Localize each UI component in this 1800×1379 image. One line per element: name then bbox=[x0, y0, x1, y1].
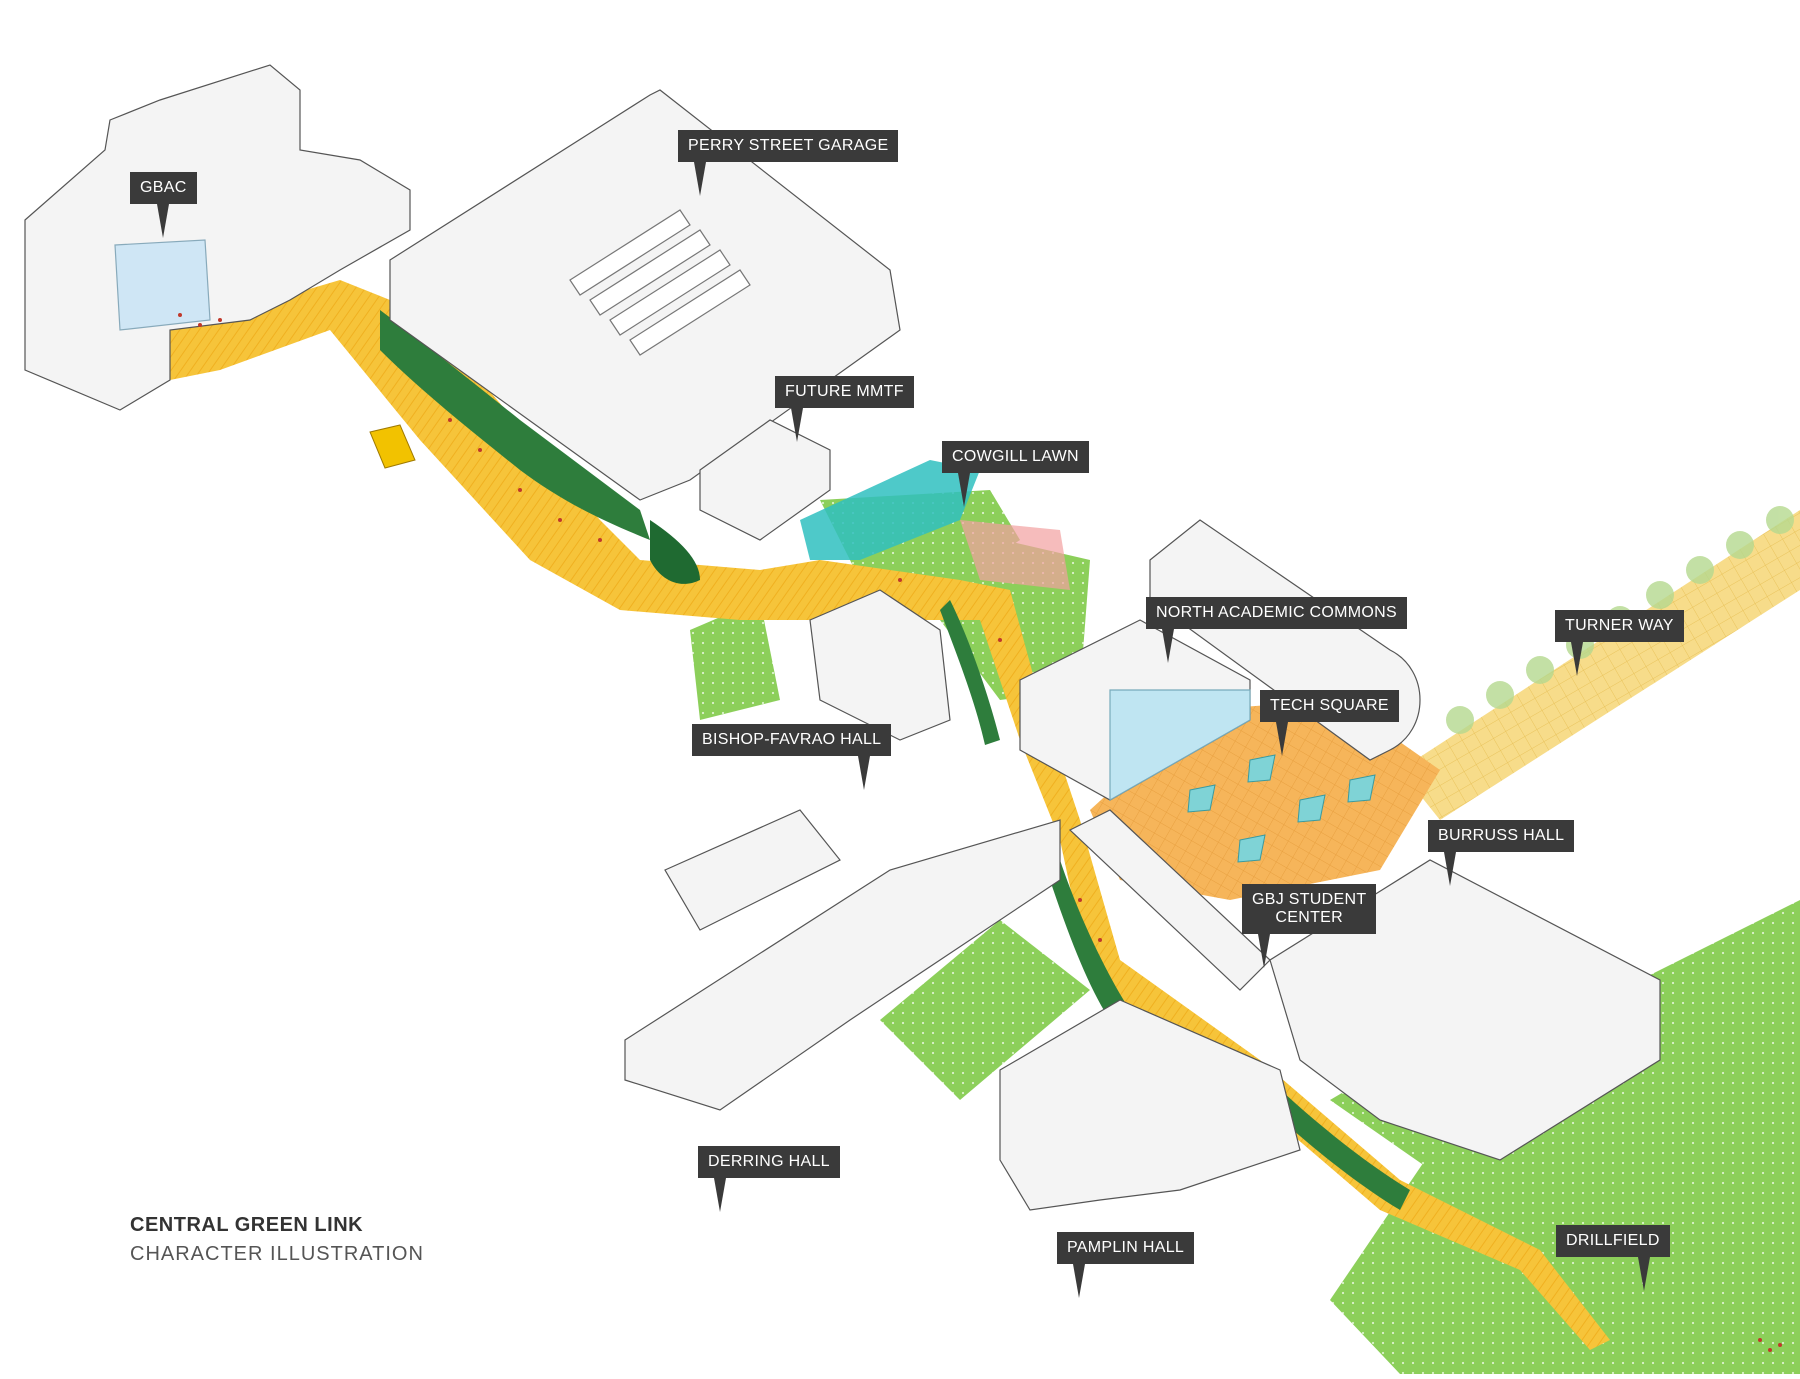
label-gbj-student-center: GBJ STUDENT CENTER bbox=[1242, 884, 1376, 934]
label-cowgill-lawn: COWGILL LAWN bbox=[942, 441, 1089, 473]
label-tech-square: TECH SQUARE bbox=[1260, 690, 1399, 722]
label-derring-hall: DERRING HALL bbox=[698, 1146, 840, 1178]
label-turner-way: TURNER WAY bbox=[1555, 610, 1684, 642]
buildings bbox=[25, 65, 1660, 1210]
label-pamplin-hall: PAMPLIN HALL bbox=[1057, 1232, 1194, 1264]
label-perry-street-garage: PERRY STREET GARAGE bbox=[678, 130, 898, 162]
label-future-mmtf: FUTURE MMTF bbox=[775, 376, 914, 408]
bus bbox=[370, 425, 415, 468]
label-burruss-hall: BURRUSS HALL bbox=[1428, 820, 1574, 852]
label-drillfield: DRILLFIELD bbox=[1556, 1225, 1670, 1257]
caption-subtitle: CHARACTER ILLUSTRATION bbox=[130, 1243, 424, 1266]
label-north-academic-commons: NORTH ACADEMIC COMMONS bbox=[1146, 597, 1407, 629]
caption: CENTRAL GREEN LINK CHARACTER ILLUSTRATIO… bbox=[130, 1214, 424, 1266]
label-bishop-favrao-hall: BISHOP-FAVRAO HALL bbox=[692, 724, 891, 756]
label-gbj-line2: CENTER bbox=[1252, 909, 1366, 927]
building-pamplin-hall bbox=[1000, 1000, 1300, 1210]
caption-title: CENTRAL GREEN LINK bbox=[130, 1214, 424, 1237]
label-gbj-line1: GBJ STUDENT bbox=[1252, 891, 1366, 909]
label-gbac: GBAC bbox=[130, 172, 197, 204]
